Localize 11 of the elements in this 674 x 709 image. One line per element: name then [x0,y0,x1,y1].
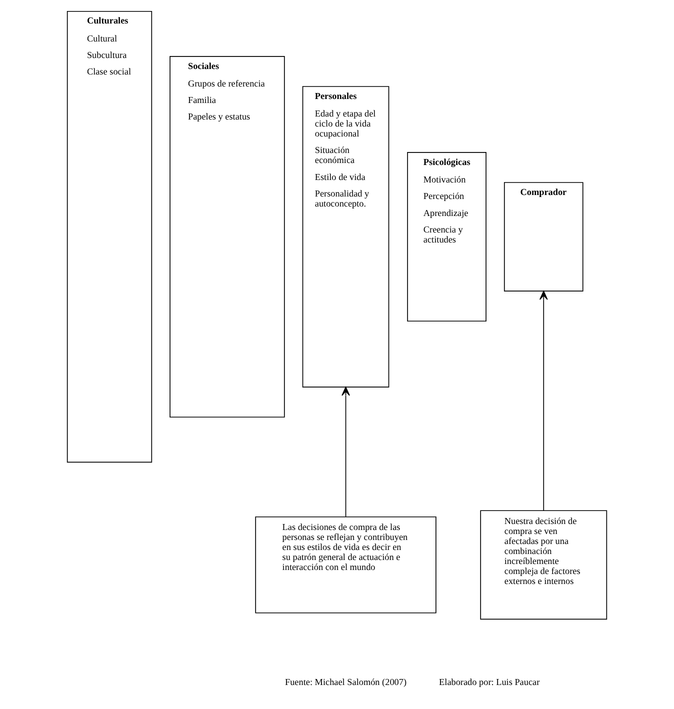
node-box: Personales Edad y etapa del ciclo de la vida ocupacional Situación económica Estilo de vida Personalidad y autoconcepto. [302,86,390,388]
node-box: Nuestra decisión de compra se ven afectadas por una combinación increíblemente compleja de factores externos e internos [480,510,608,620]
node-box: Comprador [504,182,584,292]
label: Elaborado por: Luis Paucar [439,676,540,687]
node-box: Psicológicas Motivación Percepción Aprendizaje Creencia y actitudes [407,152,486,322]
arrow [342,386,350,517]
arrow [539,290,548,511]
node-box: Sociales Grupos de referencia Familia Papeles y estatus [170,56,285,418]
node-box: Las decisiones de compra de las personas se reflejan y contribuyen en sus estilos de vida es decir en su patrón general de actuación e interacción con el mundo [255,516,436,614]
label: Fuente: Michael Salomón (2007) [285,676,407,687]
node-box: Culturales Cultural Subcultura Clase social [66,10,152,463]
